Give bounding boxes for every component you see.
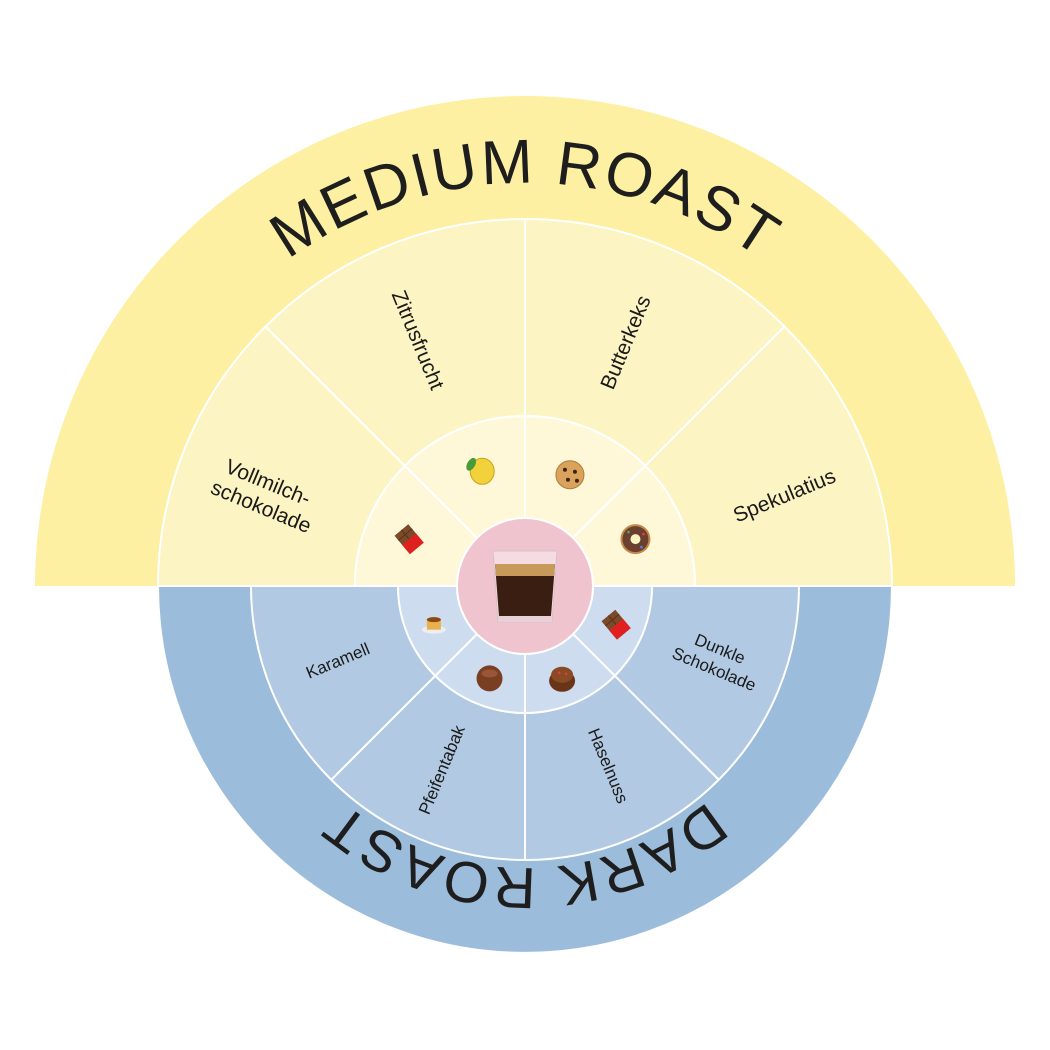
flan-icon	[421, 617, 446, 634]
chestnut-icon	[549, 666, 576, 692]
chocolate-bar-icon	[394, 524, 424, 555]
coffee-glass-icon	[492, 550, 558, 623]
lemon-icon	[466, 457, 495, 485]
chocolate-ball-icon	[476, 665, 503, 692]
cookie-icon	[555, 460, 585, 490]
chocolate-bar-icon	[601, 609, 631, 640]
donut-icon	[620, 524, 651, 555]
